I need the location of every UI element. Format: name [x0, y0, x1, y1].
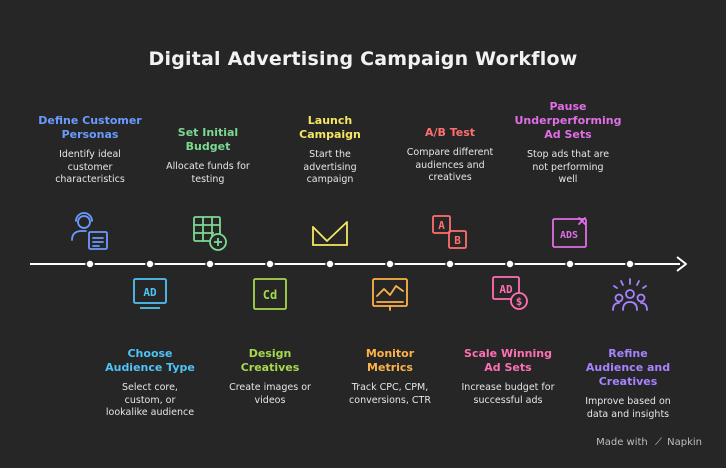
timeline-node: [385, 259, 395, 269]
svg-text:ADS: ADS: [560, 230, 578, 241]
timeline-node: [325, 259, 335, 269]
svg-text:B: B: [454, 234, 461, 247]
launch-ramp-icon: [312, 221, 348, 246]
diagram-title: Digital Advertising Campaign Workflow: [148, 48, 578, 70]
ad-close-icon: ADS: [552, 217, 587, 248]
creative-cd-icon: Cd: [253, 278, 287, 310]
watermark-brand: Napkin: [667, 437, 702, 448]
timeline-node: [625, 259, 635, 269]
napkin-watermark: Made with ⟋ Napkin: [596, 437, 702, 448]
persona-icon: [71, 212, 108, 250]
watermark-prefix: Made with: [596, 437, 648, 448]
audience-refine-icon: [612, 278, 648, 311]
ad-monitor-icon: AD: [133, 278, 167, 309]
spreadsheet-add-icon: [193, 216, 227, 251]
svg-text:AD: AD: [499, 283, 513, 296]
timeline-node: [85, 259, 95, 269]
ad-dollar-icon: AD $: [492, 276, 528, 310]
svg-text:Cd: Cd: [263, 288, 277, 302]
svg-text:AD: AD: [143, 286, 157, 299]
step-title: A/B Test: [424, 126, 476, 139]
svg-text:A: A: [438, 219, 445, 232]
metrics-chart-icon: [372, 278, 408, 311]
timeline-node: [265, 259, 275, 269]
svg-text:$: $: [516, 295, 523, 308]
ab-test-icon: A B: [432, 215, 467, 249]
timeline-arrowhead: [676, 256, 687, 272]
napkin-logo-icon: ⟋: [654, 437, 662, 448]
timeline-node: [205, 259, 215, 269]
timeline-node: [565, 259, 575, 269]
timeline-node: [145, 259, 155, 269]
step-description: Track CPC, CPM,conversions, CTR: [349, 382, 431, 406]
timeline-node: [505, 259, 515, 269]
timeline-node: [445, 259, 455, 269]
